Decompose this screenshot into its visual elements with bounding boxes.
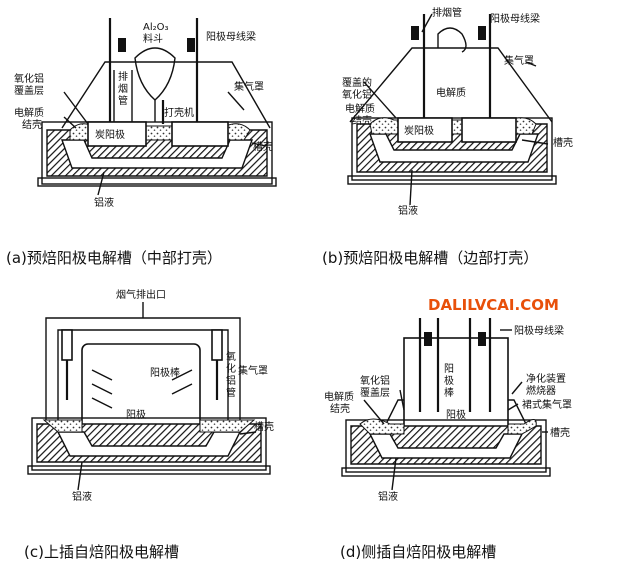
- panel-c: 烟气排出口 阳极棒 氧 化 铝 管 集气罩 阳极 槽壳 铝液 (c)上插自焙阳极…: [24, 288, 274, 561]
- crust-label-1: 电解质: [14, 106, 44, 119]
- skirt-hood-label: 裙式集气罩: [522, 398, 572, 411]
- cover-label-2: 氧化铝: [342, 88, 372, 101]
- gas-hood: [349, 47, 553, 123]
- crust-label-1: 电解质: [324, 390, 354, 403]
- panel-b: 排烟管 阳极母线梁 集气罩 覆盖的 氧化铝 电解质 电解质 结壳 炭阳极 槽壳 …: [322, 6, 573, 267]
- anode-label: 阳极: [446, 408, 466, 421]
- crust-label-2: 结壳: [330, 402, 350, 415]
- gas-hood: [61, 61, 271, 129]
- carbon-anode-left: [397, 117, 453, 143]
- cover-label-1: 氧化铝: [360, 374, 390, 387]
- hood-label-5: 集气罩: [238, 364, 268, 377]
- busbar-label: 阳极母线梁: [206, 30, 256, 43]
- cover-label-2: 覆盖层: [360, 386, 390, 399]
- hood-label-1: 氧: [226, 350, 236, 363]
- hood-label: 集气罩: [234, 80, 264, 93]
- cover-label-1: 氧化铝: [14, 72, 44, 85]
- panel-d: DALILVCAI.COM 阳极母线梁 阳 极 棒 氧化铝 覆盖层 电解质 结壳…: [324, 296, 572, 561]
- shell-label: 槽壳: [550, 426, 570, 439]
- crust-label-1: 电解质: [345, 102, 375, 115]
- busbar-right: [187, 38, 195, 52]
- busbar-left: [118, 38, 126, 52]
- caption-a: (a)预焙阳极电解槽（中部打壳）: [6, 249, 222, 267]
- shell-label: 槽壳: [553, 136, 573, 149]
- busbar-label: 阳极母线梁: [490, 12, 540, 25]
- exhaust-label-3: 管: [118, 94, 128, 107]
- hopper-label-2: 料斗: [143, 32, 163, 45]
- hood-label: 集气罩: [504, 54, 534, 67]
- carbon-anode-left: [87, 121, 147, 147]
- caption-d: (d)侧插自焙阳极电解槽: [340, 543, 496, 561]
- carbon-anode-right: [171, 121, 229, 147]
- metal-label: 铝液: [94, 196, 114, 209]
- anode-label: 阳极: [126, 408, 146, 421]
- busbar-left: [424, 332, 432, 346]
- shell-label: 槽壳: [254, 420, 274, 433]
- purifier-label-1: 净化装置: [526, 372, 566, 385]
- rod-label: 阳极棒: [150, 366, 180, 379]
- panel-a: Al₂O₃ 料斗 阳极母线梁 排 烟 管 集气罩 氧化铝 覆盖层 电解质 结壳 …: [6, 18, 277, 267]
- alumina-hopper: [134, 47, 176, 101]
- exhaust-label-2: 烟: [118, 82, 128, 95]
- exhaust-pipe: [437, 27, 467, 53]
- metal-label: 铝液: [398, 204, 418, 217]
- anode-label: 炭阳极: [95, 128, 125, 141]
- cathode-lining: [350, 425, 542, 465]
- busbar-right: [478, 26, 486, 40]
- metal-label: 铝液: [378, 490, 398, 503]
- cover-label-2: 覆盖层: [14, 84, 44, 97]
- alumina-cover: [42, 419, 256, 433]
- purifier-label-2: 燃烧器: [526, 384, 556, 397]
- busbar-left: [411, 26, 419, 40]
- watermark: DALILVCAI.COM: [428, 296, 559, 314]
- caption-c: (c)上插自焙阳极电解槽: [24, 543, 179, 561]
- busbar-right: [478, 332, 486, 346]
- caption-b: (b)预焙阳极电解槽（边部打壳）: [322, 249, 538, 267]
- hopper-label: Al₂O₃: [143, 22, 169, 33]
- crust-label-2: 结壳: [22, 118, 42, 131]
- shell-label: 槽壳: [253, 140, 273, 153]
- exhaust-label-1: 排: [118, 70, 128, 83]
- rod-label-3: 棒: [444, 386, 454, 399]
- hood-label-3: 铝: [226, 375, 236, 387]
- cell-shell: [41, 121, 273, 185]
- flue-label: 烟气排出口: [116, 288, 166, 301]
- carbon-anode-right: [461, 117, 517, 143]
- breaker-label: 打壳机: [164, 106, 194, 119]
- hood-label-4: 管: [226, 386, 236, 399]
- anode-label: 炭阳极: [404, 124, 434, 137]
- cell-shell: [345, 419, 547, 473]
- rod-label-1: 阳: [444, 363, 454, 375]
- rod-label-2: 极: [444, 374, 454, 387]
- hood-label-2: 化: [226, 362, 236, 375]
- exhaust-label: 排烟管: [432, 6, 462, 19]
- cell-shell: [31, 417, 267, 471]
- metal-label: 铝液: [72, 490, 92, 503]
- cover-label-1: 覆盖的: [342, 76, 372, 89]
- electrolyte-label: 电解质: [436, 86, 466, 99]
- busbar-label: 阳极母线梁: [514, 324, 564, 337]
- crust-label-2: 结壳: [352, 114, 372, 127]
